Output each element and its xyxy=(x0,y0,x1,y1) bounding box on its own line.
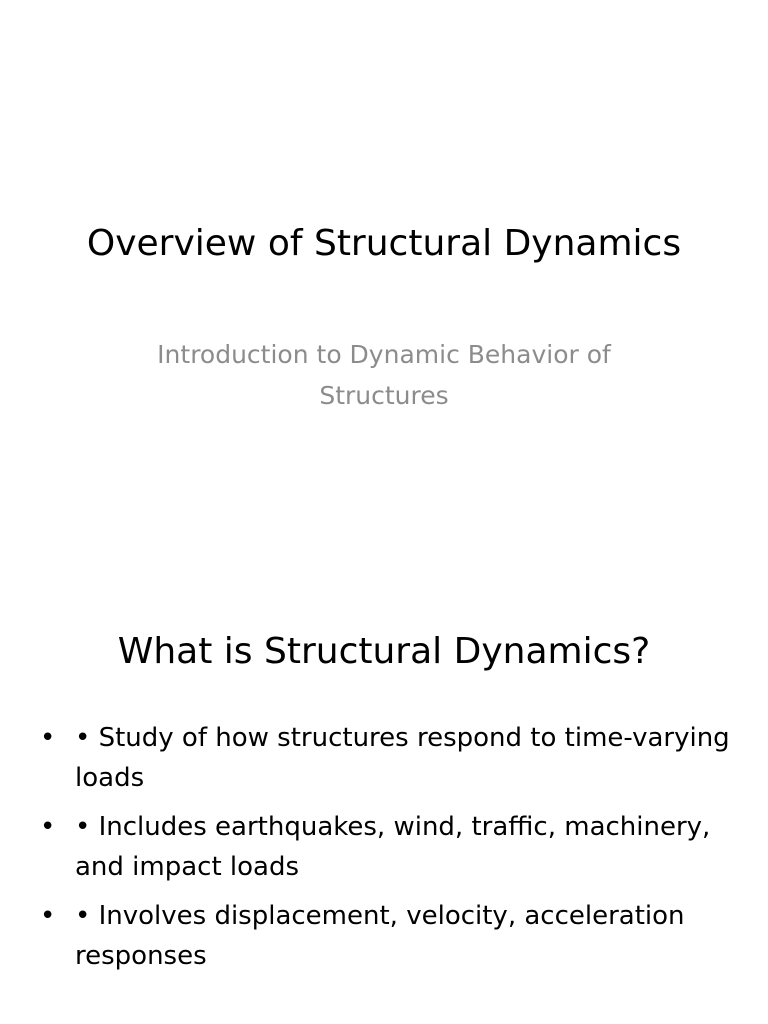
slide-heading: What is Structural Dynamics? xyxy=(117,631,651,672)
bullet-item: • • Study of how structures respond to t… xyxy=(40,718,730,798)
bullet-text: • Involves displacement, velocity, accel… xyxy=(75,901,685,971)
bullet-marker-icon: • xyxy=(40,901,56,931)
bullet-item: • • Includes earthquakes, wind, traffic,… xyxy=(40,807,730,887)
bullet-item: • • Involves displacement, velocity, acc… xyxy=(40,896,730,976)
bullet-text: • Includes earthquakes, wind, traffic, m… xyxy=(75,812,711,882)
bullet-marker-icon: • xyxy=(40,812,56,842)
title-slide: Overview of Structural Dynamics Introduc… xyxy=(86,223,682,410)
slide-subtitle: Introduction to Dynamic Behavior of Stru… xyxy=(157,340,611,410)
content-slide: What is Structural Dynamics? • • Study o… xyxy=(0,512,768,1024)
bullet-marker-icon: • xyxy=(40,723,56,753)
bullet-text: • Study of how structures respond to tim… xyxy=(75,723,730,793)
slide-title: Overview of Structural Dynamics xyxy=(86,223,682,264)
bullet-list: • • Study of how structures respond to t… xyxy=(40,718,730,985)
